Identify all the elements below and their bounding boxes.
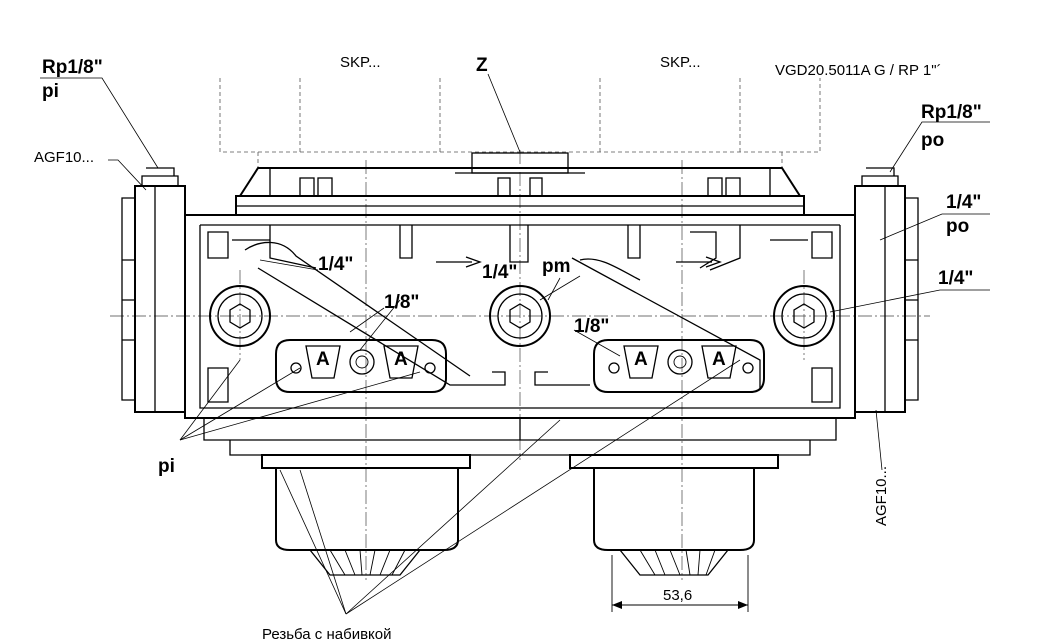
right-port-size: Rp1/8" bbox=[921, 102, 982, 123]
left-port-name: pi bbox=[42, 81, 59, 102]
plugs bbox=[209, 285, 835, 347]
leader-lines bbox=[40, 73, 990, 615]
flow-arrows bbox=[436, 256, 722, 268]
right-flange bbox=[854, 167, 919, 413]
actuator-outlines bbox=[219, 78, 821, 168]
agf-right-label: AGF10... bbox=[873, 466, 890, 526]
actuator-label-left: SKP... bbox=[340, 54, 381, 71]
top-cover bbox=[235, 152, 805, 216]
center-quarter-label: 1/4" bbox=[482, 262, 517, 283]
dimension-line bbox=[611, 555, 749, 612]
model-label: VGD20.5011A G / RP 1"´ bbox=[775, 62, 942, 79]
port-a-label-1: A bbox=[316, 349, 330, 370]
left-eighth-label: 1/8" bbox=[384, 292, 419, 313]
center-eighth-label: 1/8" bbox=[574, 316, 609, 337]
pm-label: pm bbox=[542, 256, 571, 277]
center-lines bbox=[110, 150, 930, 580]
agf-left-label: AGF10... bbox=[34, 149, 94, 166]
actuator-label-right: SKP... bbox=[660, 54, 701, 71]
left-port-size: Rp1/8" bbox=[42, 57, 103, 78]
dimension-label: 53,6 bbox=[663, 587, 692, 604]
port-a-label-2: A bbox=[394, 349, 408, 370]
left-quarter-label: 1/4" bbox=[318, 254, 353, 275]
bottom-cups bbox=[261, 454, 779, 576]
right-quarter-label: 1/4" bbox=[938, 268, 973, 289]
left-flange bbox=[121, 167, 186, 413]
port-plates bbox=[275, 339, 765, 393]
thread-note: Резьба с набивкой bbox=[262, 626, 392, 643]
right-po-label: po bbox=[946, 216, 969, 237]
center-label: Z bbox=[476, 55, 488, 76]
port-a-label-3: A bbox=[634, 349, 648, 370]
right-quarter-top-label: 1/4" bbox=[946, 192, 981, 213]
right-port-name: po bbox=[921, 130, 944, 151]
pi-bottom-label: pi bbox=[158, 456, 175, 477]
port-a-label-4: A bbox=[712, 349, 726, 370]
